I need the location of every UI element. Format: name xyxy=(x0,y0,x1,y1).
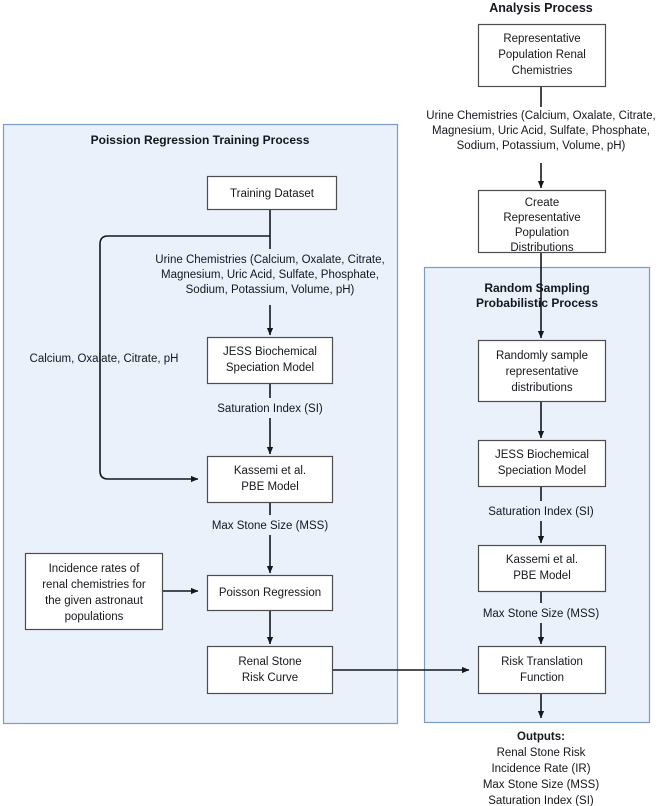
node-poisson-regression[interactable]: Poisson Regression xyxy=(206,574,334,612)
node-label: JESS Biochemical xyxy=(223,346,317,358)
node-incidence-rates[interactable]: Incidence rates of renal chemistries for… xyxy=(24,552,164,631)
edge-label-urine-chemistries-right: Urine Chemistries (Calcium, Oxalate, Cit… xyxy=(426,110,655,152)
node-label: Kassemi et al. xyxy=(506,554,578,566)
node-label: the given astronaut xyxy=(45,595,144,607)
node-jess-speciation-model-right[interactable]: JESS Biochemical Speciation Model xyxy=(477,439,607,488)
edge-label-max-stone-size-right: Max Stone Size (MSS) xyxy=(483,608,599,620)
node-label: Training Dataset xyxy=(230,188,315,200)
edge-label-bypass-chemistries: Calcium, Oxalate, Citrate, pH xyxy=(30,353,179,365)
edge-label-line: Magnesium, Uric Acid, Sulfate, Phosphate… xyxy=(161,269,379,281)
sampling-panel-title-line2: Probabilistic Process xyxy=(476,296,598,310)
outputs-item: Max Stone Size (MSS) xyxy=(483,779,599,791)
edge-label-saturation-index-right: Saturation Index (SI) xyxy=(488,506,594,518)
outputs-block: Outputs: Renal Stone Risk Incidence Rate… xyxy=(483,731,599,806)
node-label: Renal Stone xyxy=(238,656,301,668)
edge-label-line: Magnesium, Uric Acid, Sulfate, Phosphate… xyxy=(432,125,650,137)
node-label: Representative xyxy=(503,212,580,224)
node-label: representative xyxy=(506,366,579,378)
node-risk-translation-function[interactable]: Risk Translation Function xyxy=(477,645,607,695)
edge-label-line: Urine Chemistries (Calcium, Oxalate, Cit… xyxy=(426,110,655,122)
outputs-item: Renal Stone Risk xyxy=(497,747,586,759)
outputs-item: Saturation Index (SI) xyxy=(488,795,594,806)
node-jess-speciation-model-left[interactable]: JESS Biochemical Speciation Model xyxy=(206,336,334,385)
node-create-distributions[interactable]: Create Representative Population Distrib… xyxy=(477,189,607,255)
node-label: Chemistries xyxy=(512,65,573,77)
node-kassemi-pbe-model-left[interactable]: Kassemi et al. PBE Model xyxy=(206,455,334,504)
node-label: Randomly sample xyxy=(496,350,588,362)
node-label: Incidence rates of xyxy=(49,563,141,575)
node-kassemi-pbe-model-right[interactable]: Kassemi et al. PBE Model xyxy=(477,544,607,593)
node-label: Kassemi et al. xyxy=(234,465,306,477)
node-label: Distributions xyxy=(510,242,574,254)
node-label: Speciation Model xyxy=(498,465,586,477)
node-label: renal chemistries for xyxy=(42,579,146,591)
node-label: populations xyxy=(65,611,124,623)
outputs-item: Incidence Rate (IR) xyxy=(491,763,590,775)
node-renal-stone-risk-curve[interactable]: Renal Stone Risk Curve xyxy=(206,645,334,695)
edge-label-saturation-index-left: Saturation Index (SI) xyxy=(217,403,323,415)
edge-bypass-to-kassemi-left xyxy=(99,235,270,483)
node-training-dataset[interactable]: Training Dataset xyxy=(206,175,338,211)
node-label: Risk Curve xyxy=(242,672,298,684)
node-label: Function xyxy=(520,672,564,684)
training-process-panel xyxy=(2,123,399,725)
sampling-panel-title-line1: Random Sampling xyxy=(484,281,589,295)
node-representative-population[interactable]: Representative Population Renal Chemistr… xyxy=(477,23,607,88)
node-label: Representative xyxy=(503,33,580,45)
edge-label-line: Sodium, Potassium, Volume, pH) xyxy=(186,284,355,296)
outputs-heading: Outputs: xyxy=(517,731,565,743)
edge-label-urine-chemistries-left: Urine Chemistries (Calcium, Oxalate, Cit… xyxy=(155,254,384,296)
node-label: Risk Translation xyxy=(501,656,583,668)
node-label: PBE Model xyxy=(241,481,299,493)
analysis-process-title: Analysis Process xyxy=(489,1,593,15)
edge-label-line: Sodium, Potassium, Volume, pH) xyxy=(457,140,626,152)
node-label: Create xyxy=(525,197,560,209)
node-label: JESS Biochemical xyxy=(495,449,589,461)
node-label: PBE Model xyxy=(513,570,571,582)
node-randomly-sample[interactable]: Randomly sample representative distribut… xyxy=(477,339,607,403)
node-label: Poisson Regression xyxy=(219,587,321,599)
edge-label-max-stone-size-left: Max Stone Size (MSS) xyxy=(212,520,328,532)
node-label: Population Renal xyxy=(498,49,586,61)
node-label: distributions xyxy=(511,382,573,394)
edge-label-line: Urine Chemistries (Calcium, Oxalate, Cit… xyxy=(155,254,384,266)
node-label: Speciation Model xyxy=(226,362,314,374)
training-panel-title: Poission Regression Training Process xyxy=(91,133,310,147)
node-label: Population xyxy=(515,227,569,239)
